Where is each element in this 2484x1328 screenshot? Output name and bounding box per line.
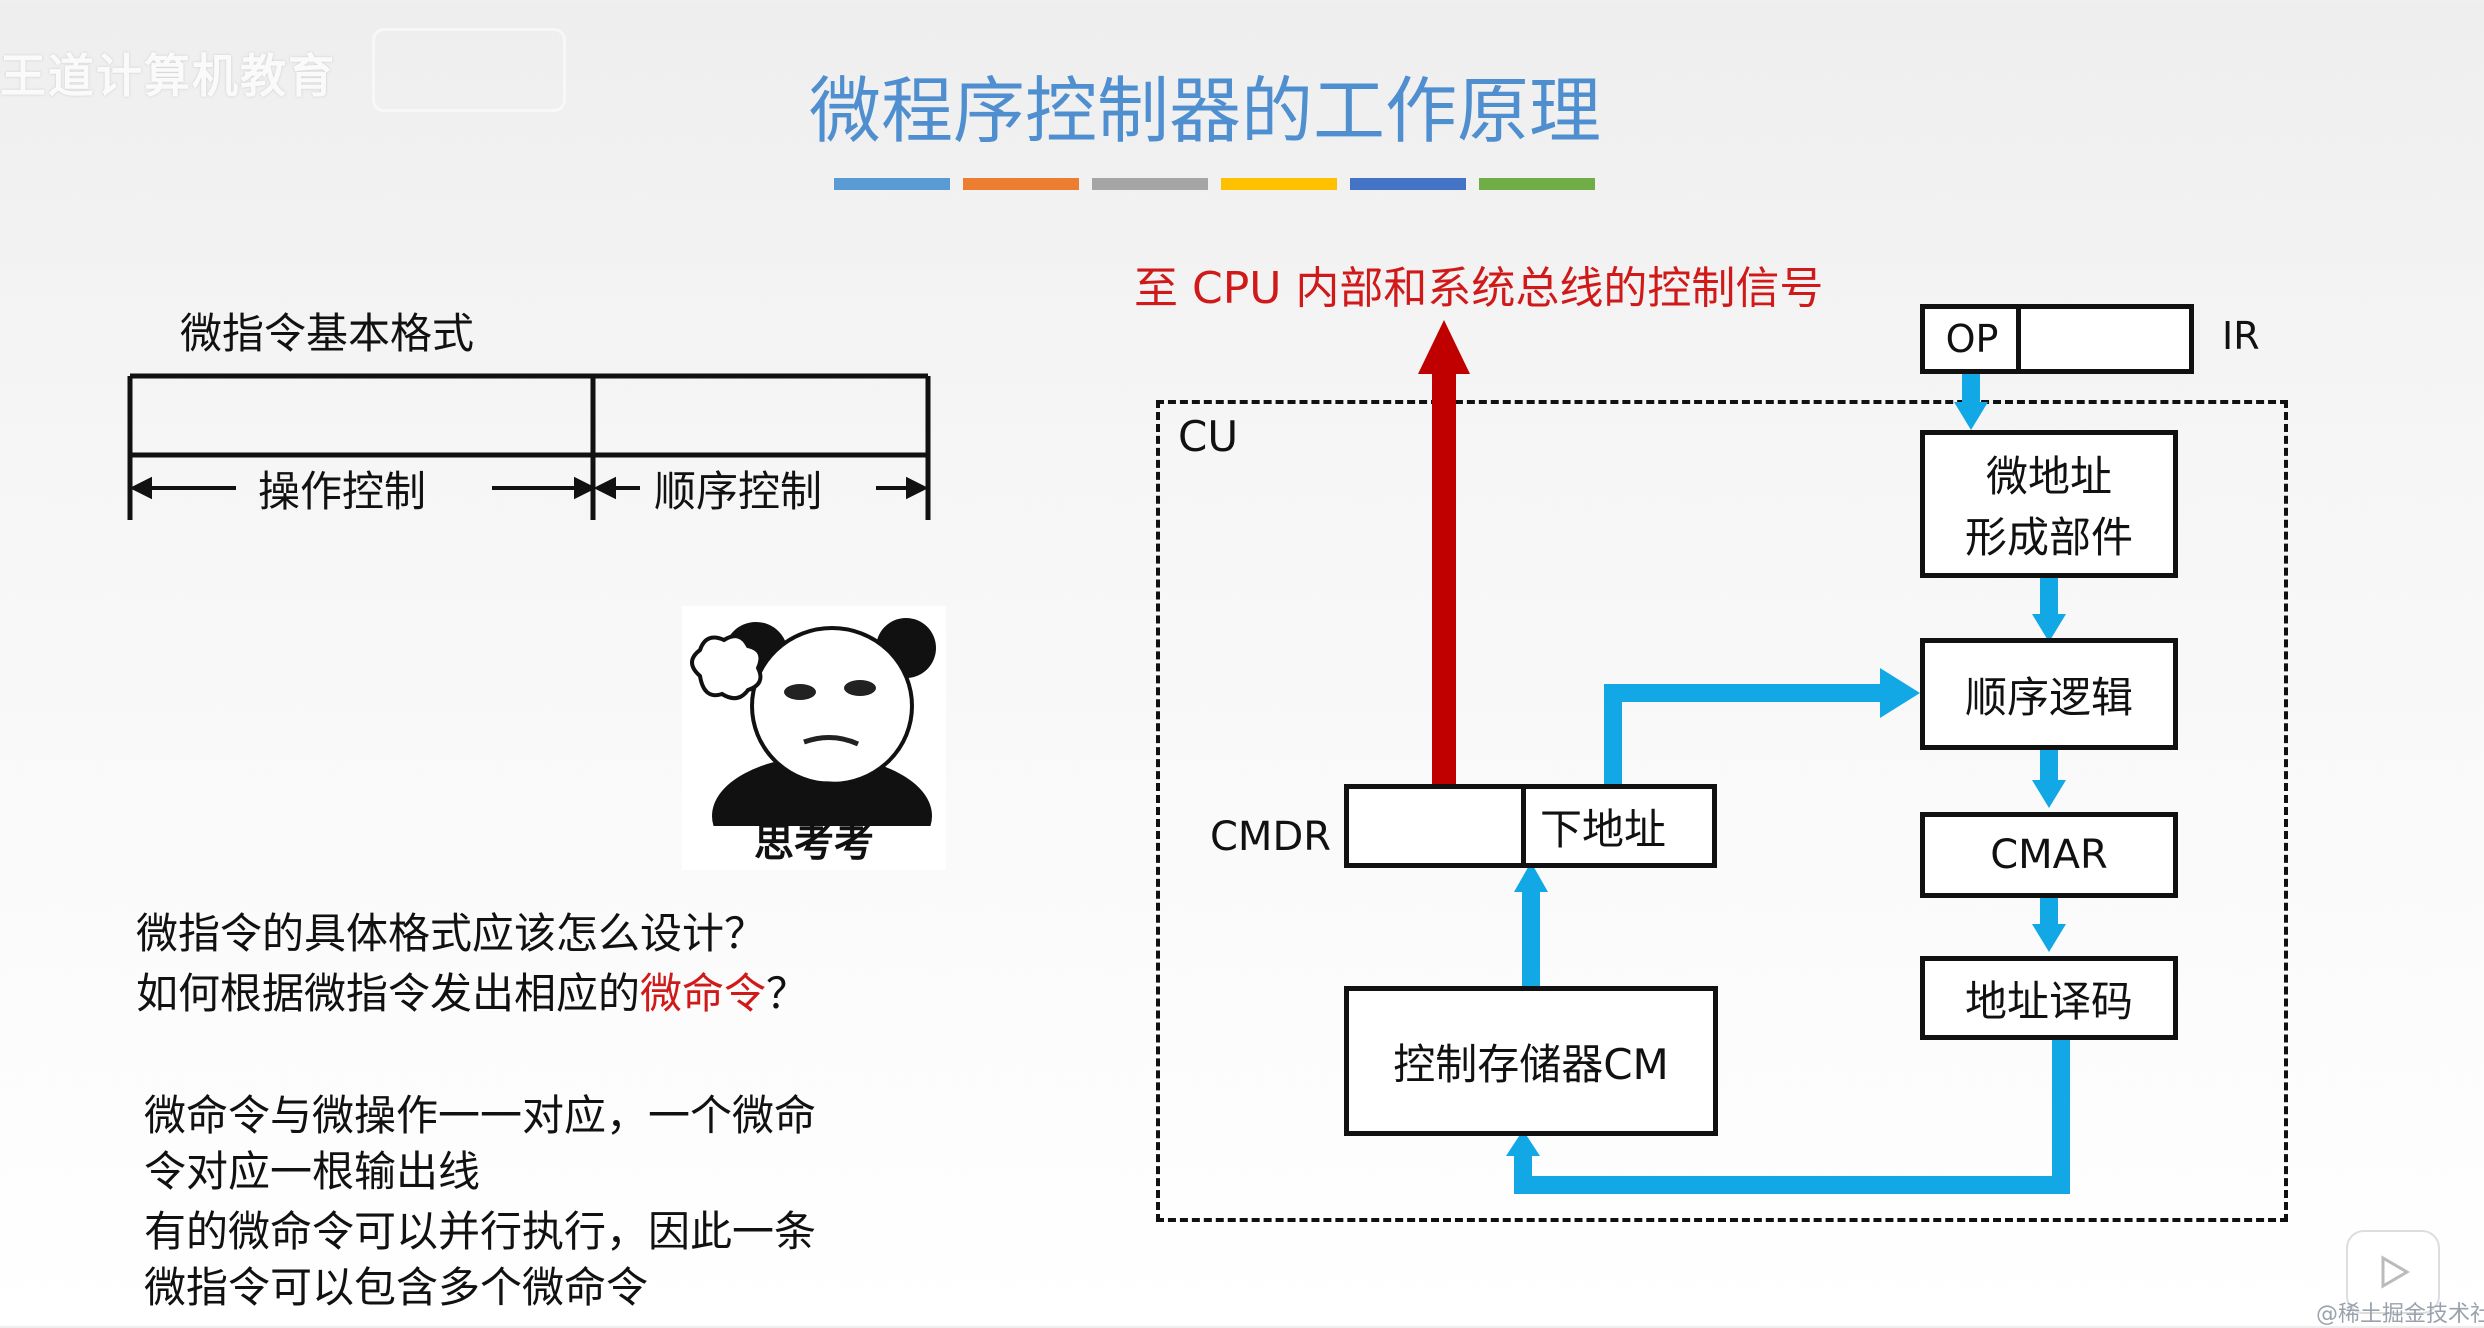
cu-boundary [1156,400,2288,1222]
cmdr-control-field [1344,784,1526,868]
cmar-box: CMAR [1920,812,2178,898]
title-bar-1 [834,178,950,190]
play-button[interactable] [2346,1230,2440,1314]
question-1: 微指令的具体格式应该怎么设计？ [136,909,767,958]
blue-flow-arrows [1506,372,2070,1194]
play-icon [2381,1255,2410,1289]
format-field-sequence-control: 顺序控制 [654,467,823,516]
note-line-3: 有的微命令可以并行执行，因此一条 [144,1207,817,1256]
cu-label: CU [1178,412,1239,461]
question-2-prefix: 如何根据微指令发出相应的 [136,969,641,1018]
control-signal-arrow [1418,320,1470,784]
control-store-cm: 控制存储器CM [1344,986,1718,1136]
thinking-panda-meme: 思考考 [682,606,946,876]
micro-command-highlight: 微命令 [640,969,767,1018]
community-watermark: @稀土掘金技术社区 [2316,1302,2484,1327]
ir-address-field [2016,304,2194,374]
address-decoder-box: 地址译码 [1920,956,2178,1040]
micro-address-former-line1: 微地址 [1985,452,2112,501]
ir-op-field: OP [1920,304,2024,374]
note-line-1: 微命令与微操作一一对应，一个微命 [144,1091,817,1140]
title-bar-5 [1350,178,1466,190]
note-line-4: 微指令可以包含多个微命令 [144,1263,649,1312]
control-signal-label: 至 CPU 内部和系统总线的控制信号 [1134,263,1824,314]
title-bar-2 [963,178,1079,190]
channel-watermark: 王道计算机教育 [0,49,336,103]
ir-label: IR [2222,314,2260,358]
title-bar-4 [1221,178,1337,190]
cmdr-label: CMDR [1210,814,1332,860]
micro-address-former-line2: 形成部件 [1964,513,2133,562]
slide-title: 微程序控制器的工作原理 [808,69,1601,153]
bilibili-logo [372,28,566,112]
format-caption: 微指令基本格式 [180,309,475,358]
cmdr-next-address-field: 下地址 [1521,784,1717,868]
format-field-operation-control: 操作控制 [258,467,427,516]
micro-address-former: 微地址 形成部件 [1920,430,2178,578]
sequence-logic-box: 顺序逻辑 [1920,638,2178,750]
note-line-2: 令对应一根输出线 [144,1147,481,1196]
title-bar-3 [1092,178,1208,190]
meme-caption: 思考考 [754,820,874,866]
question-2: 如何根据微指令发出相应的微命令？ [136,960,808,1021]
question-2-suffix: ？ [766,969,809,1018]
title-bar-6 [1479,178,1595,190]
